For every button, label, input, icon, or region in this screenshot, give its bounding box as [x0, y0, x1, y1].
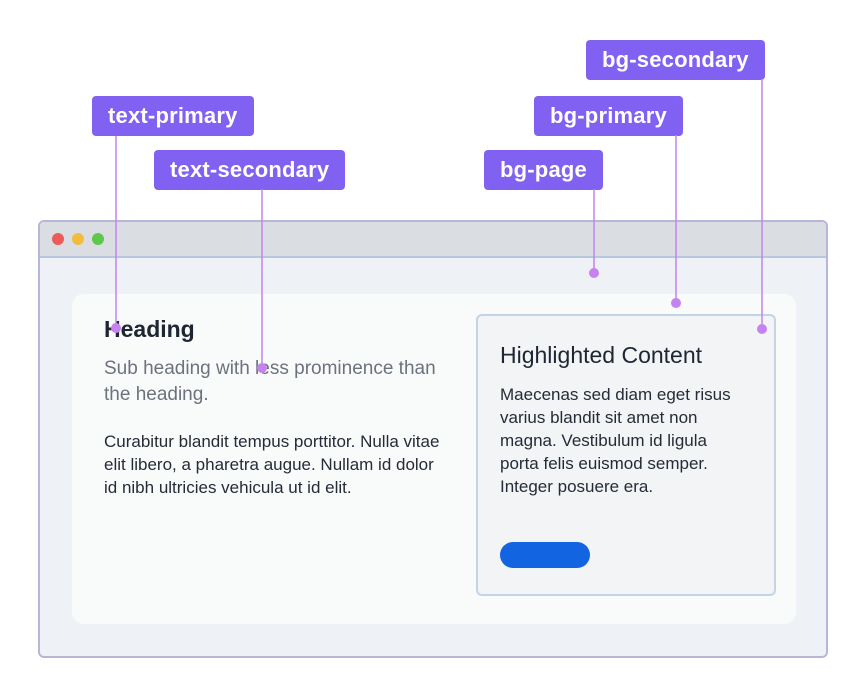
card-heading: Heading [104, 316, 195, 342]
label-text-secondary: text-secondary [154, 150, 346, 190]
card-subheading: Sub heading with less prominence than th… [104, 358, 436, 405]
highlight-title: Highlighted Content [500, 342, 703, 368]
highlight-body-text: Maecenas sed diam eget risus varius blan… [500, 385, 731, 496]
close-window-dot[interactable] [52, 233, 64, 245]
label-text-primary: text-primary [92, 96, 254, 136]
content-card: Heading Sub heading with less prominence… [72, 294, 796, 624]
card-body-text: Curabitur blandit tempus porttitor. Null… [104, 432, 440, 497]
highlighted-panel: Highlighted Content Maecenas sed diam eg… [476, 314, 776, 596]
window-titlebar [40, 222, 826, 258]
maximize-window-dot[interactable] [92, 233, 104, 245]
browser-window: Heading Sub heading with less prominence… [38, 220, 828, 658]
minimize-window-dot[interactable] [72, 233, 84, 245]
highlight-action-button[interactable] [500, 542, 590, 568]
label-bg-page: bg-page [484, 150, 603, 190]
label-bg-primary: bg-primary [534, 96, 683, 136]
label-bg-secondary: bg-secondary [586, 40, 765, 80]
